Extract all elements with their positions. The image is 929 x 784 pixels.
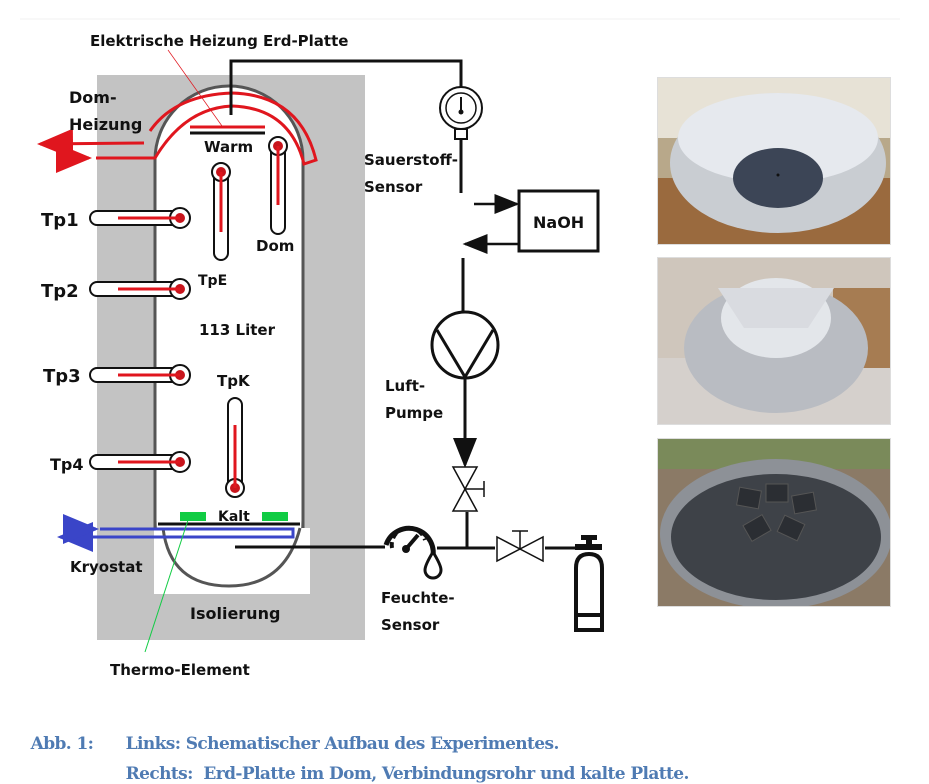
label-volume: 113 Liter [199, 321, 276, 339]
label-humidity-sensor-2: Sensor [381, 616, 440, 634]
cryostat-coil [57, 514, 295, 552]
valve-horizontal-icon [496, 530, 544, 563]
photo-connecting-tube [657, 257, 891, 425]
label-tpe: TpE [198, 273, 227, 289]
naoh-box [517, 189, 600, 253]
caption-left-text: Links: Schematischer Aufbau des Experime… [125, 734, 560, 754]
gas-line-top [229, 59, 463, 115]
photo-cold-plate [657, 438, 891, 607]
photo-earth-plate-in-dome [657, 77, 891, 245]
thermometer-tp4 [89, 451, 191, 473]
label-isolierung: Isolierung [190, 604, 280, 623]
label-thermo-element: Thermo-Element [110, 661, 250, 679]
figure-caption-line2: Rechts: Erd-Platte im Dom, Verbindungsro… [20, 744, 690, 784]
label-tp1: Tp1 [41, 210, 79, 231]
label-dom: Dom [256, 237, 294, 255]
figure-tag: Abb. 1: [30, 734, 94, 754]
thermometer-tpk [225, 397, 245, 498]
air-pump-icon [430, 310, 500, 380]
label-tp3: Tp3 [43, 366, 81, 387]
label-dome-heating-1: Dom- [69, 88, 117, 107]
thermometer-tpe [211, 162, 231, 261]
label-kalt: Kalt [218, 509, 250, 525]
label-warm: Warm [204, 138, 253, 156]
label-dome-heating-2: Heizung [69, 115, 142, 134]
label-kryostat: Kryostat [70, 558, 143, 576]
label-air-pump-2: Pumpe [385, 404, 443, 422]
label-air-pump-1: Luft- [385, 377, 425, 395]
label-naoh: NaOH [533, 213, 584, 232]
label-heater-plate: Elektrische Heizung Erd-Platte [90, 32, 348, 50]
thermo-element-left [180, 512, 206, 521]
thermo-element-lead [144, 519, 189, 653]
humidity-sensor-icon [383, 525, 443, 580]
label-tpk: TpK [217, 372, 251, 390]
caption-right-text: Rechts: Erd-Platte im Dom, Verbindungsro… [125, 764, 690, 784]
label-oxygen-sensor-2: Sensor [364, 178, 423, 196]
dome-heating-jacket [37, 91, 318, 173]
heater-pointer [167, 49, 223, 127]
thermometer-tp1 [89, 207, 191, 229]
label-humidity-sensor-1: Feuchte- [381, 589, 455, 607]
label-oxygen-sensor-1: Sauerstoff- [364, 151, 458, 169]
thermo-element-right [262, 512, 288, 521]
thermometer-tp2 [89, 278, 191, 300]
label-tp4: Tp4 [50, 455, 84, 474]
oxygen-sensor-icon [439, 86, 483, 140]
gas-cylinder-icon [574, 535, 604, 632]
thermometer-tp3 [89, 364, 191, 386]
figure-caption-line1: Abb. 1: Links: Schematischer Aufbau des E… [20, 714, 560, 754]
label-tp2: Tp2 [41, 281, 79, 302]
thermometer-dom [268, 136, 288, 235]
valve-vertical-icon [451, 466, 485, 512]
